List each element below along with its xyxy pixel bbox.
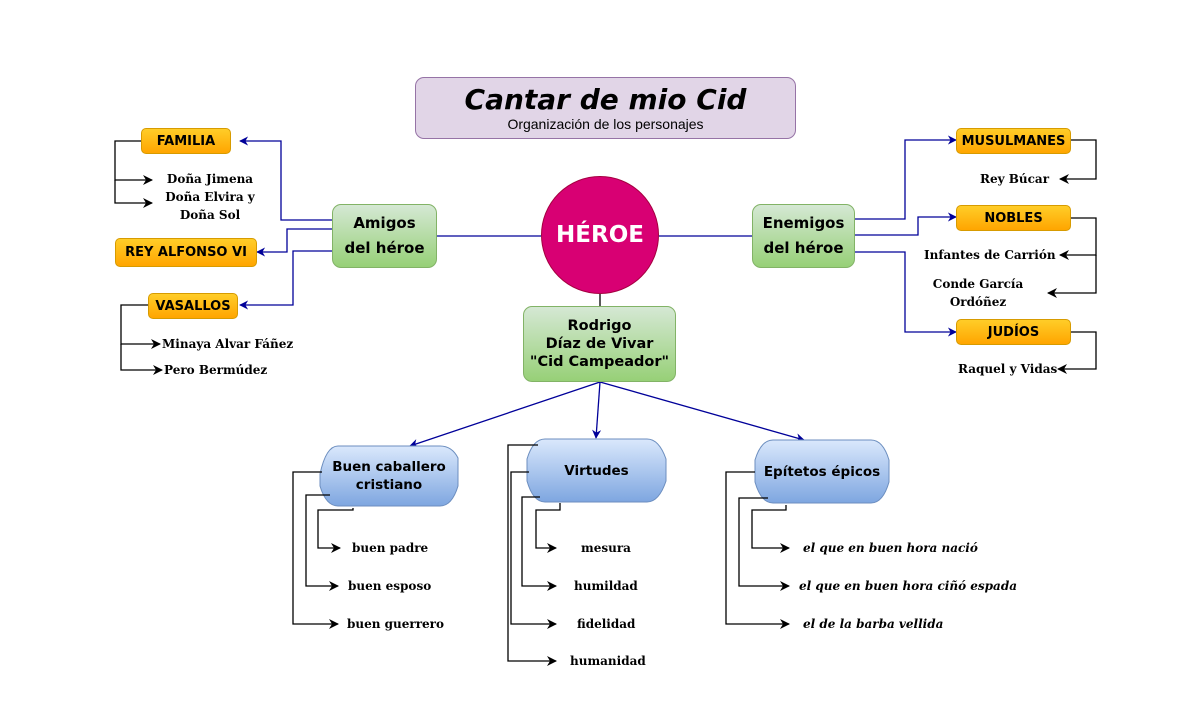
trait-epitetos-label[interactable]: Epítetos épicos — [755, 440, 889, 503]
group-nobles[interactable]: NOBLES — [956, 205, 1071, 231]
trait-item: fidelidad — [577, 617, 636, 631]
link-caballero-item-2 — [305, 494, 339, 591]
link-enemies-judios — [855, 251, 957, 337]
rodrigo-line3: "Cid Campeador" — [529, 354, 670, 370]
link-familia-members — [114, 140, 153, 185]
member: Conde García — [932, 277, 1024, 291]
member: Ordóñez — [949, 295, 1007, 309]
link-enemies-musulmanes — [855, 135, 957, 220]
group-nobles-label: NOBLES — [984, 210, 1043, 226]
group-judios[interactable]: JUDÍOS — [956, 319, 1071, 345]
group-rey-alfonso[interactable]: REY ALFONSO VI — [115, 238, 257, 267]
title-subtitle: Organización de los personajes — [507, 115, 704, 132]
link-friends-rey — [256, 228, 332, 257]
link-vasallos-members — [120, 304, 161, 349]
trait-virtudes-text: Virtudes — [564, 462, 629, 479]
trait-item: el que en buen hora ciñó espada — [799, 579, 1017, 593]
hero-node[interactable]: HÉROE — [541, 176, 659, 294]
link-rodrigo-virtudes — [592, 381, 602, 439]
friends-node[interactable]: Amigos del héroe — [332, 204, 437, 268]
link-vasallos-members-2 — [120, 344, 163, 375]
group-musulmanes[interactable]: MUSULMANES — [956, 128, 1071, 154]
member: Doña Jimena — [166, 172, 254, 186]
title-main: Cantar de mio Cid — [464, 82, 747, 116]
trait-epitetos-text: Epítetos épicos — [763, 463, 881, 480]
trait-caballero-line1: Buen caballero — [332, 459, 446, 475]
trait-caballero-label[interactable]: Buen caballero cristiano — [320, 446, 458, 506]
group-musulmanes-label: MUSULMANES — [961, 133, 1066, 149]
link-nobles-members-2 — [1047, 255, 1097, 298]
title-box: Cantar de mio Cid Organización de los pe… — [415, 77, 796, 139]
hex-caballero — [319, 445, 459, 507]
link-epitetos-item-3 — [725, 471, 790, 629]
trait-item: buen padre — [352, 541, 429, 555]
trait-item: buen esposo — [348, 579, 432, 593]
group-familia[interactable]: FAMILIA — [141, 128, 231, 154]
friends-label-line1: Amigos — [353, 214, 416, 232]
member: Pero Bermúdez — [164, 363, 268, 377]
hero-label: HÉROE — [556, 222, 644, 248]
link-virtudes-item-2 — [521, 496, 557, 591]
trait-item: humanidad — [570, 654, 646, 668]
link-rodrigo-caballero — [409, 381, 601, 448]
link-friends-vasallos — [239, 250, 332, 310]
link-rodrigo-epitetos — [599, 381, 805, 443]
friends-label-line2: del héroe — [344, 239, 425, 257]
member: Raquel y Vidas — [958, 362, 1058, 376]
familia-members: Doña Jimena Doña Elvira y Doña Sol — [158, 170, 262, 224]
enemies-node[interactable]: Enemigos del héroe — [752, 204, 855, 268]
member: Minaya Alvar Fáñez — [162, 337, 294, 351]
link-epitetos-item-2 — [738, 497, 790, 591]
rodrigo-node[interactable]: Rodrigo Díaz de Vivar "Cid Campeador" — [523, 306, 676, 382]
link-nobles-members — [1059, 217, 1097, 260]
trait-item: mesura — [581, 541, 631, 555]
rodrigo-line1: Rodrigo — [567, 318, 632, 334]
group-rey-alfonso-label: REY ALFONSO VI — [125, 245, 247, 260]
member: Rey Búcar — [980, 172, 1050, 186]
hex-epitetos — [754, 439, 890, 504]
group-vasallos-label: VASALLOS — [155, 298, 231, 314]
member: Infantes de Carrión — [924, 248, 1056, 262]
trait-virtudes-label[interactable]: Virtudes — [527, 439, 666, 502]
group-judios-label: JUDÍOS — [987, 324, 1040, 340]
link-caballero-item-3 — [292, 471, 339, 629]
trait-item: humildad — [574, 579, 638, 593]
enemies-label-line2: del héroe — [763, 239, 844, 257]
link-caballero-item-1 — [317, 508, 354, 553]
nobles-member-conde: Conde García Ordóñez — [928, 275, 1028, 311]
trait-item: buen guerrero — [347, 617, 445, 631]
link-judios-members — [1057, 331, 1097, 374]
enemies-label-line1: Enemigos — [762, 214, 845, 232]
rodrigo-line2: Díaz de Vivar — [545, 336, 654, 352]
link-virtudes-item-4 — [507, 444, 557, 666]
trait-caballero-line2: cristiano — [355, 477, 423, 493]
trait-item: el que en buen hora nació — [803, 541, 978, 555]
hex-virtudes — [526, 438, 667, 503]
link-familia-members-2 — [114, 180, 153, 208]
link-friends-familia — [239, 136, 332, 221]
member: Doña Elvira y — [165, 190, 255, 204]
link-epitetos-item-1 — [751, 505, 790, 553]
link-enemies-nobles — [855, 212, 957, 236]
group-familia-label: FAMILIA — [156, 133, 216, 149]
link-virtudes-item-3 — [510, 471, 557, 629]
member: Doña Sol — [179, 208, 241, 222]
trait-item: el de la barba vellida — [803, 617, 944, 631]
link-virtudes-item-1 — [535, 503, 561, 553]
link-musulmanes-members — [1059, 139, 1097, 184]
group-vasallos[interactable]: VASALLOS — [148, 293, 238, 319]
